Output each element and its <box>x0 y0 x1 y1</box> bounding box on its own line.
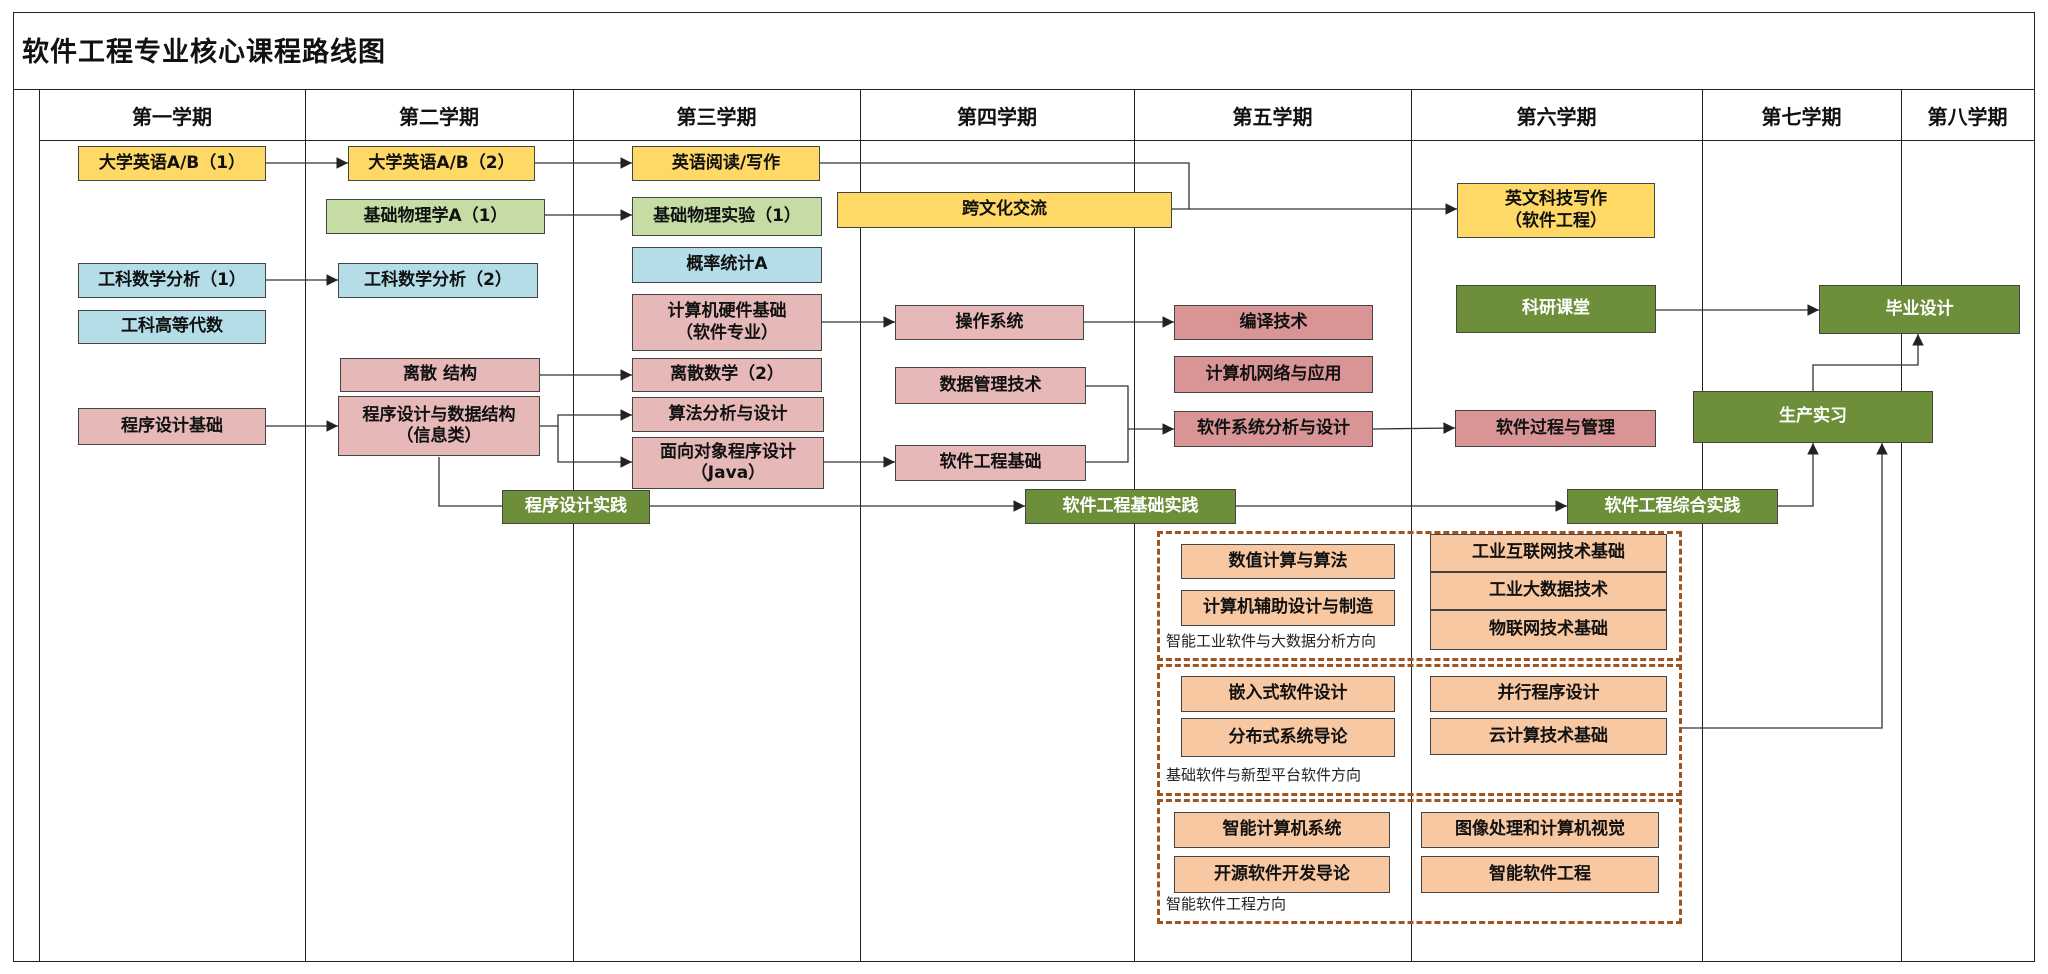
grid-divider-2-3 <box>573 89 574 962</box>
direction-2-label: 基础软件与新型平台软件方向 <box>1166 766 1362 784</box>
direction-group-3 <box>1157 799 1682 924</box>
d1-course-3[interactable]: 工业互联网技术基础 <box>1430 534 1667 572</box>
grid-divider-7-8 <box>1901 89 1902 962</box>
semester-header-4: 第四学期 <box>957 104 1037 129</box>
d1-course-2[interactable]: 计算机辅助设计与制造 <box>1181 590 1395 626</box>
course-ds-line2: （信息类） <box>396 426 482 446</box>
arrow-ds-algo <box>540 409 632 427</box>
course-sci-writing[interactable]: 英文科技写作 （软件工程） <box>1457 183 1655 238</box>
course-se-practice[interactable]: 软件工程基础实践 <box>1025 489 1236 524</box>
course-internship[interactable]: 生产实习 <box>1693 391 1933 443</box>
course-algo[interactable]: 算法分析与设计 <box>632 397 824 432</box>
course-sci-writing-line2: （软件工程） <box>1505 210 1607 231</box>
grid-left-margin <box>39 89 40 962</box>
course-discrete-math2[interactable]: 离散数学（2） <box>632 358 822 392</box>
course-hw-basic-line2: （软件专业） <box>676 322 778 343</box>
diagram-title: 软件工程专业核心课程路线图 <box>22 37 386 68</box>
course-db[interactable]: 数据管理技术 <box>895 367 1086 404</box>
d1-course-5[interactable]: 物联网技术基础 <box>1430 610 1667 650</box>
arrow-ds-progpractice <box>438 457 502 507</box>
arrow-internship-graduation <box>1812 334 1924 391</box>
arrow-sysanalysis-process <box>1372 422 1456 434</box>
arrow-ds-oop <box>557 426 632 468</box>
course-se-comp-practice[interactable]: 软件工程综合实践 <box>1567 489 1778 524</box>
grid-divider-4-5 <box>1134 89 1135 962</box>
course-prog-practice[interactable]: 程序设计实践 <box>502 490 650 524</box>
course-cross-culture[interactable]: 跨文化交流 <box>837 192 1172 228</box>
semester-header-3: 第三学期 <box>676 104 757 129</box>
d2-course-2[interactable]: 分布式系统导论 <box>1181 718 1395 757</box>
course-hw-basic[interactable]: 计算机硬件基础 （软件专业） <box>632 294 822 351</box>
d1-course-1[interactable]: 数值计算与算法 <box>1181 544 1395 579</box>
course-oop-line1: 面向对象程序设计 <box>660 441 796 462</box>
course-os[interactable]: 操作系统 <box>895 305 1084 340</box>
d1-course-4[interactable]: 工业大数据技术 <box>1430 572 1667 610</box>
semester-header-2: 第二学期 <box>399 104 479 129</box>
semester-header-divider <box>39 140 2035 141</box>
course-eng-read[interactable]: 英语阅读/写作 <box>632 146 820 181</box>
course-hw-basic-line1: 计算机硬件基础 <box>667 301 787 322</box>
arrow-engread-sciwriting <box>820 162 1457 215</box>
grid-divider-5-6 <box>1411 89 1412 962</box>
course-algebra[interactable]: 工科高等代数 <box>78 310 266 344</box>
course-oop-line2: （Java） <box>690 463 766 483</box>
course-sys-analysis[interactable]: 软件系统分析与设计 <box>1174 411 1373 447</box>
direction-3-label: 智能软件工程方向 <box>1166 895 1287 913</box>
d2-course-3[interactable]: 并行程序设计 <box>1430 676 1667 712</box>
semester-header-1: 第一学期 <box>132 104 212 129</box>
d3-course-2[interactable]: 开源软件开发导论 <box>1174 856 1390 893</box>
title-divider <box>13 89 2035 90</box>
direction-group-1 <box>1157 531 1682 661</box>
course-compiler[interactable]: 编译技术 <box>1174 305 1373 340</box>
course-se-basic[interactable]: 软件工程基础 <box>895 445 1086 481</box>
direction-group-2 <box>1157 664 1682 796</box>
d3-course-4[interactable]: 智能软件工程 <box>1421 856 1659 893</box>
direction-1-label: 智能工业软件与大数据分析方向 <box>1166 632 1377 650</box>
d3-course-3[interactable]: 图像处理和计算机视觉 <box>1421 812 1659 848</box>
arrow-db-sysanalysis <box>1086 385 1174 435</box>
grid-right-margin <box>2034 89 2035 962</box>
course-math1[interactable]: 工科数学分析（1） <box>78 263 266 298</box>
course-eng2[interactable]: 大学英语A/B（2） <box>348 146 535 181</box>
arrow-secomp-internship <box>1778 443 1819 507</box>
grid-divider-3-4 <box>860 89 861 962</box>
course-prog-basic[interactable]: 程序设计基础 <box>78 408 266 445</box>
d3-course-1[interactable]: 智能计算机系统 <box>1174 812 1390 848</box>
course-sci-writing-line1: 英文科技写作 <box>1505 189 1607 210</box>
course-graduation[interactable]: 毕业设计 <box>1819 285 2020 334</box>
course-math2[interactable]: 工科数学分析（2） <box>338 263 538 298</box>
course-process-mgmt[interactable]: 软件过程与管理 <box>1455 410 1656 447</box>
arrow-directions-internship <box>1682 443 1888 729</box>
semester-header-8: 第八学期 <box>1927 104 2008 129</box>
course-ds-line1: 程序设计与数据结构 <box>362 404 516 425</box>
semester-header-7: 第七学期 <box>1761 104 1842 129</box>
d2-course-1[interactable]: 嵌入式软件设计 <box>1181 676 1395 712</box>
semester-header-6: 第六学期 <box>1516 104 1597 129</box>
semester-header-5: 第五学期 <box>1232 104 1313 129</box>
course-discrete[interactable]: 离散 结构 <box>340 358 540 392</box>
arrow-sebasic-sysanalysis <box>1086 429 1129 463</box>
course-physics-lab1[interactable]: 基础物理实验（1） <box>632 197 822 236</box>
course-eng1[interactable]: 大学英语A/B（1） <box>78 146 266 181</box>
course-physics-a1[interactable]: 基础物理学A（1） <box>326 199 545 234</box>
course-oop[interactable]: 面向对象程序设计 （Java） <box>632 437 824 489</box>
grid-divider-1-2 <box>305 89 306 962</box>
course-prob-stat[interactable]: 概率统计A <box>632 247 822 283</box>
grid-divider-6-7 <box>1702 89 1703 962</box>
course-ds[interactable]: 程序设计与数据结构 （信息类） <box>338 396 540 456</box>
d2-course-4[interactable]: 云计算技术基础 <box>1430 718 1667 755</box>
course-network[interactable]: 计算机网络与应用 <box>1174 356 1373 393</box>
course-research[interactable]: 科研课堂 <box>1456 285 1656 333</box>
